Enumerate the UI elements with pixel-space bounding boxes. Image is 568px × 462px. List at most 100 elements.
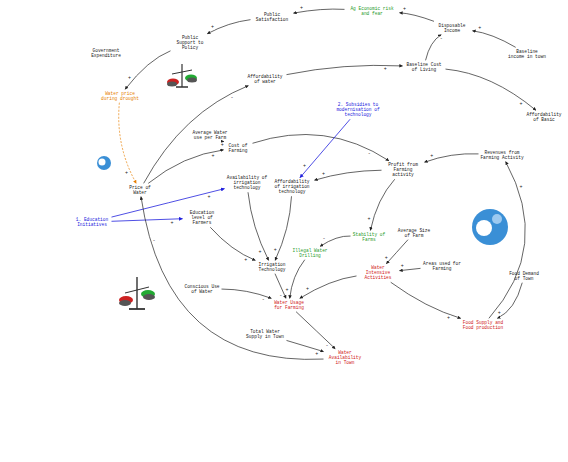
causal-link [315,170,382,180]
variable-name: Ag Economic risk and fear [346,6,398,16]
causal-link [300,276,357,298]
variable: Water price during drought [100,91,140,101]
polarity-sign: - [367,151,371,156]
polarity-sign: - [439,37,443,42]
variable: Water Usage for Farming [270,300,308,310]
variable: Water Availability in Town [325,350,365,366]
water-drop-icon [97,156,508,245]
polarity-sign: + [367,217,371,222]
variable-name: Average Size of Farm [396,228,432,238]
causal-link [253,135,389,161]
causal-link [386,240,408,264]
causal-link [290,260,305,299]
polarity-sign: - [261,297,265,302]
variable-name: Illegal Water Drilling [292,248,328,258]
variable-name: Revenues from Farming Activity [480,150,524,160]
variable-name: Water price during drought [100,91,140,101]
causal-link [497,283,522,319]
polarity-sign: - [322,237,326,242]
causal-link [425,154,479,162]
causal-link [148,150,223,183]
causal-link [300,119,350,177]
balance-scale-icon [119,277,155,309]
variable: Ag Economic risk and fear [346,6,398,16]
polarity-sign: + [302,164,306,169]
variable: Price of Water [128,185,152,195]
polarity-sign: + [497,310,501,315]
causal-link [370,179,394,230]
variable: Average Size of Farm [396,228,432,238]
variable-name: Baseline Cost of Living [404,62,444,72]
variable-name: Average Water use per Farm [190,130,230,140]
polarity-sign: + [478,26,482,31]
variable-name: Affordability of water [245,74,285,84]
polarity-sign: + [400,264,404,269]
variable-name: Food Demand of Town [506,271,542,281]
variable-name: Total Water Supply in Town [245,329,285,339]
variable: Average Water use per Farm [190,130,230,140]
variable-name: Affordability of irrigation technology [271,179,313,195]
causal-link [275,274,286,299]
variable: Baseline income in town [507,49,547,59]
causal-link [446,69,536,110]
variable-name: Water Intensive Activities [358,265,398,281]
causal-link [144,86,249,184]
variable: Water Intensive Activities [358,265,398,281]
polarity-sign: + [244,258,248,263]
polarity-sign: + [383,67,387,72]
polarity-sign: + [285,288,289,293]
polarity-sign: + [321,171,325,176]
causal-link [248,192,269,260]
variable: Public Support to Policy [172,35,208,51]
variable-name: Baseline income in town [507,49,547,59]
variable-name: Availability of irrigation technology [226,175,268,191]
polarity-sign: + [125,170,129,175]
variable-name: 1. Education Initiatives [74,217,110,227]
variable: Education level of Farmers [184,210,220,226]
variable-name: Stability of Farms [352,232,386,242]
polarity-sign: + [220,143,224,148]
polarity-sign: + [127,75,131,80]
polarity-sign: + [305,287,309,292]
causal-link [275,196,291,260]
variable-name: Conscious Use of Water [184,284,220,294]
variable-name: Government Expenditure [86,48,126,58]
causal-link [287,340,324,351]
variable: Availability of irrigation technology [226,175,268,191]
causal-link [210,227,255,260]
variable-name: Disposable Income [433,23,471,33]
variable: Stability of Farms [352,232,386,242]
variable: Revenues from Farming Activity [480,150,524,160]
causal-link [400,13,435,22]
causal-link [320,236,350,246]
polarity-sign: + [170,221,174,226]
polarity-sign: + [519,185,523,190]
variable-name: Food Supply and Food production [460,320,506,330]
balance-scale-icon [167,64,197,87]
polarity-sign: + [403,7,407,12]
variable-name: 2. Subsidies to modernisation of technol… [322,102,394,118]
causal-link [125,51,170,90]
variable-name: Education level of Farmers [184,210,220,226]
polarity-sign: + [273,247,277,252]
causal-link [141,197,324,360]
variable: 2. Subsidies to modernisation of technol… [322,102,394,118]
variable: Disposable Income [433,23,471,33]
variable-name: Areas used for Farming [422,261,462,271]
variable-name: Affordability of Basic [524,112,564,122]
variable: Cost of Farming [225,143,251,153]
polarity-sign: + [384,255,388,260]
variable: Areas used for Farming [422,261,462,271]
variable: Conscious Use of Water [184,284,220,294]
variable-name: Water Usage for Farming [270,300,308,310]
causal-link [207,20,250,34]
variable: Government Expenditure [86,48,126,58]
variable-name: Price of Water [128,185,152,195]
variable: Baseline Cost of Living [404,62,444,72]
polarity-sign: + [315,351,319,356]
polarity-sign: + [210,24,214,29]
variable: Total Water Supply in Town [245,329,285,339]
polarity-sign: - [279,294,283,299]
